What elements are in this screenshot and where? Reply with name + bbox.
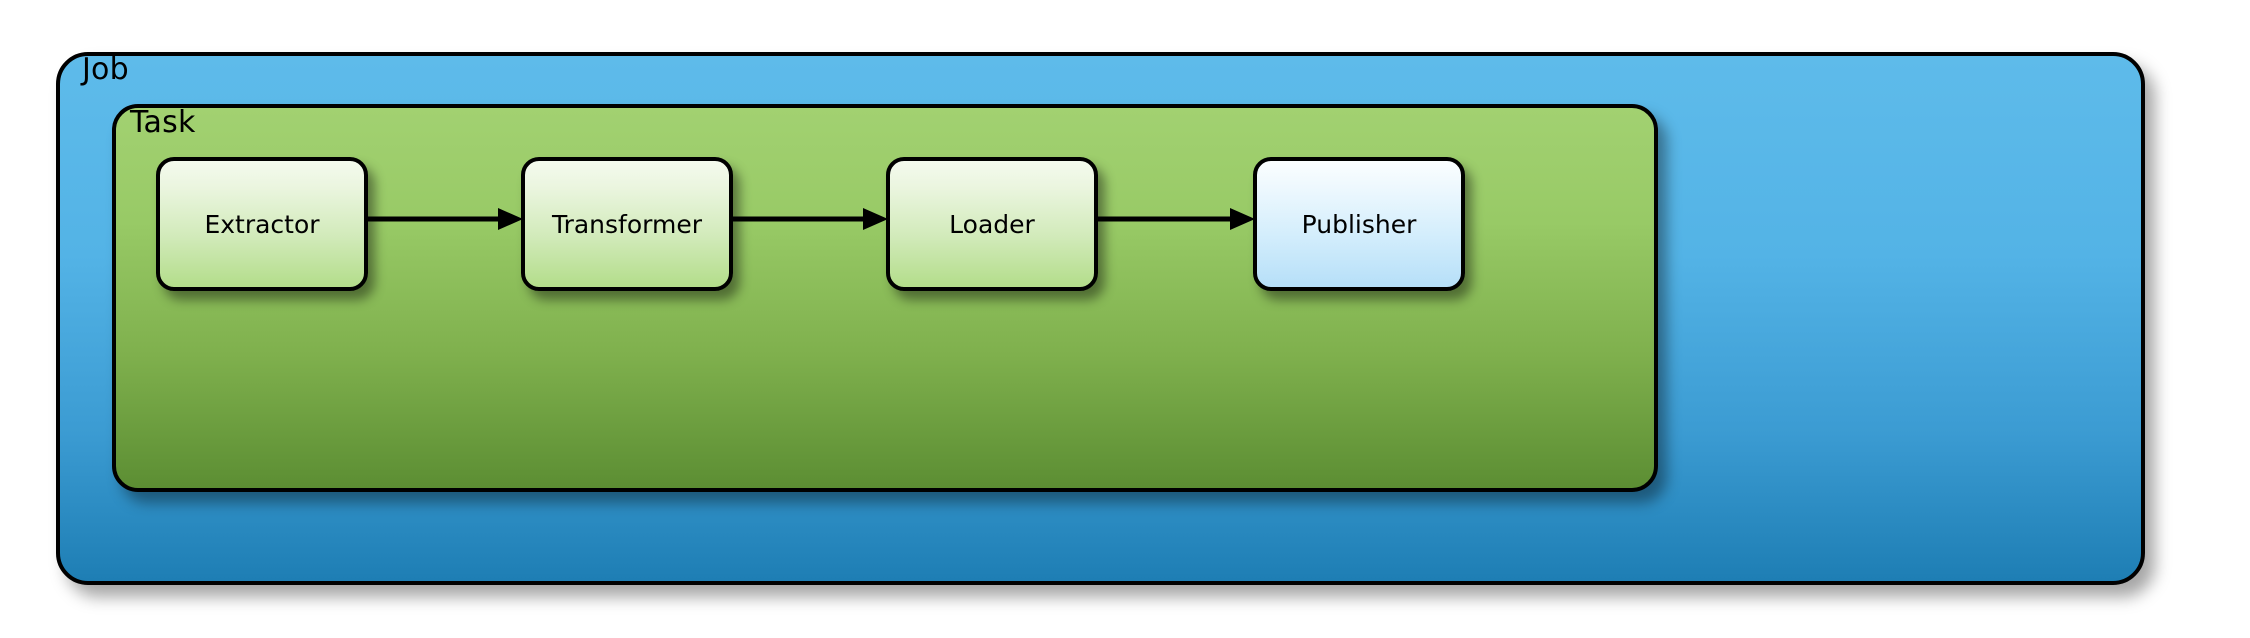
node-transformer[interactable]: Transformer [521, 157, 733, 291]
job-container-label: Job [82, 52, 129, 87]
node-extractor[interactable]: Extractor [156, 157, 368, 291]
node-loader-label: Loader [949, 209, 1035, 239]
edge-transformer-to-loader [733, 206, 888, 232]
node-publisher[interactable]: Publisher [1253, 157, 1465, 291]
task-container-label: Task [130, 105, 196, 140]
node-extractor-label: Extractor [204, 209, 320, 239]
edge-loader-to-publisher [1098, 206, 1255, 232]
node-publisher-label: Publisher [1301, 209, 1417, 239]
edge-extractor-to-transformer [368, 206, 523, 232]
node-transformer-label: Transformer [551, 209, 702, 239]
node-loader[interactable]: Loader [886, 157, 1098, 291]
